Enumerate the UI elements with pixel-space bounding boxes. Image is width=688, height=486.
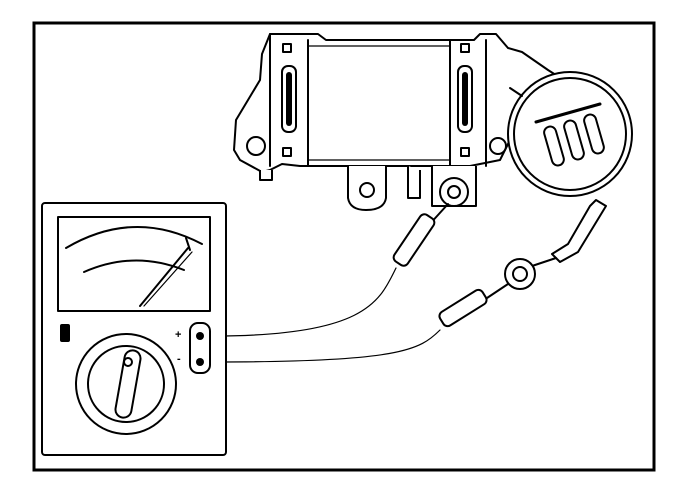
ring-terminal-inner bbox=[512, 266, 528, 282]
regulator-foot bbox=[259, 170, 273, 181]
right-mount-hole bbox=[489, 137, 507, 155]
connector-pin-bar bbox=[534, 102, 602, 124]
diagram-frame bbox=[32, 21, 656, 472]
meter-jack-negative bbox=[196, 358, 204, 366]
connector-pin-3 bbox=[583, 113, 605, 155]
meter-needle-shadow bbox=[143, 251, 193, 307]
left-slot-inner bbox=[286, 72, 292, 126]
meter-needle bbox=[139, 247, 189, 307]
terminal-stud-inner bbox=[447, 185, 461, 199]
meter-scale-tick bbox=[185, 237, 191, 251]
connector-pin-2 bbox=[563, 119, 585, 161]
rivet-bl bbox=[282, 147, 292, 157]
connector-plug bbox=[507, 71, 633, 197]
ground-wire-upper bbox=[551, 199, 607, 263]
meter-dial-knob-dot bbox=[123, 357, 133, 367]
voltage-regulator bbox=[233, 33, 571, 211]
bottom-tab-right bbox=[407, 166, 421, 199]
meter-plus-label: + bbox=[175, 329, 181, 341]
meter-dial-knob bbox=[114, 349, 142, 419]
rivet-tl bbox=[282, 43, 292, 53]
multimeter: + - bbox=[41, 202, 227, 456]
meter-side-switch bbox=[60, 324, 70, 342]
meter-jack-panel bbox=[189, 322, 211, 374]
ground-lead bbox=[213, 199, 607, 363]
connector-pin-1 bbox=[543, 125, 565, 167]
rivet-br bbox=[460, 147, 470, 157]
bottom-tab-hole bbox=[359, 182, 375, 198]
left-mount-hole bbox=[246, 136, 266, 156]
regulator-face-top bbox=[307, 45, 451, 161]
meter-scale-outer bbox=[65, 225, 203, 249]
positive-probe-body bbox=[392, 213, 436, 267]
positive-probe-wire bbox=[213, 267, 397, 337]
meter-display bbox=[57, 216, 211, 312]
positive-lead bbox=[213, 203, 449, 337]
connector-neck bbox=[509, 87, 523, 97]
right-slot-inner bbox=[462, 72, 468, 126]
meter-minus-label: - bbox=[177, 353, 181, 365]
rivet-tr bbox=[460, 43, 470, 53]
regulator-left-plate bbox=[269, 33, 309, 167]
connector-housing-inner bbox=[513, 77, 627, 191]
ground-probe-body bbox=[438, 288, 488, 328]
meter-jack-positive bbox=[196, 332, 204, 340]
ground-clip-neck bbox=[483, 283, 509, 301]
regulator-right-plate bbox=[449, 39, 487, 167]
ground-probe-wire bbox=[213, 329, 441, 363]
ground-wire-mid bbox=[531, 257, 557, 267]
